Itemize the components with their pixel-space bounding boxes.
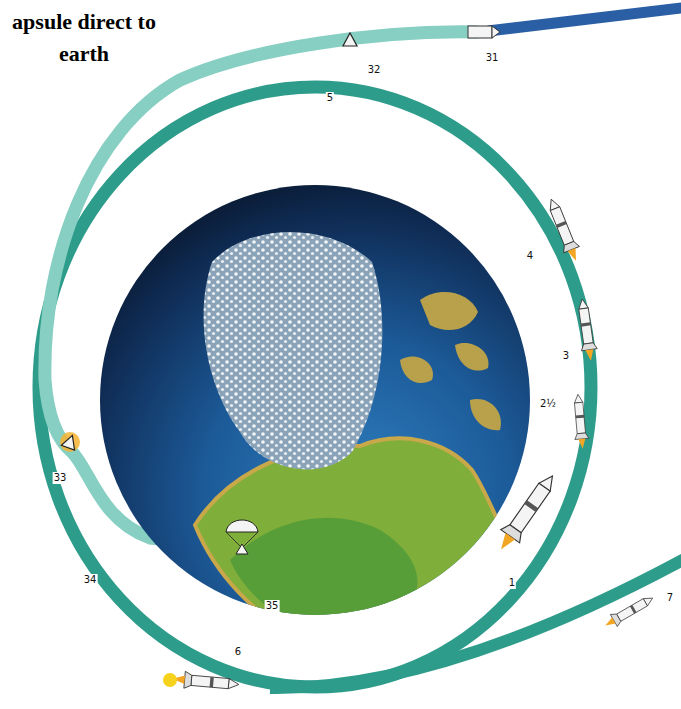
callout-number: 4 <box>526 250 534 262</box>
callout-number: 5 <box>326 92 334 104</box>
title: apsule direct to earth <box>4 6 164 70</box>
callout-number: 32 <box>367 64 382 76</box>
callout-number: 2½ <box>539 398 557 410</box>
callout-number: 35 <box>265 600 280 612</box>
callout-number: 6 <box>234 646 242 658</box>
callout-number: 1 <box>508 577 516 589</box>
callout-number: 31 <box>485 52 500 64</box>
callout-number: 7 <box>666 592 674 604</box>
callout-number: 34 <box>83 574 98 586</box>
callout-number: 3 <box>562 350 570 362</box>
callout-number: 33 <box>53 472 68 484</box>
